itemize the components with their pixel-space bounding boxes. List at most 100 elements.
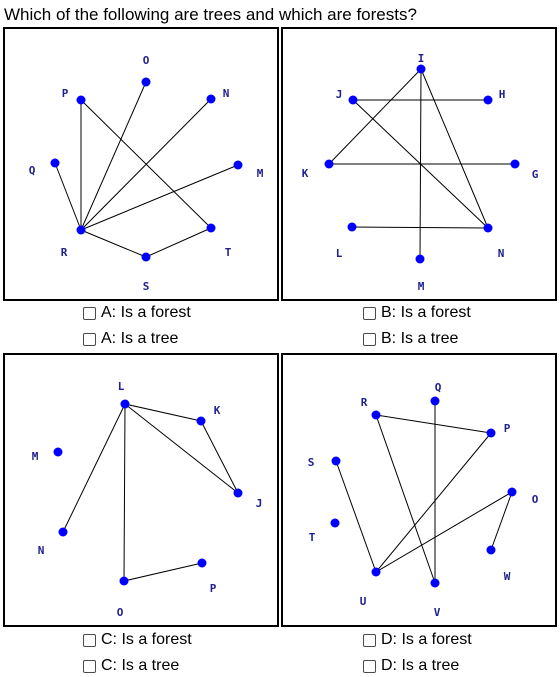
graph-a-vertex-label-s: S xyxy=(143,280,150,293)
graph-d-vertex-r xyxy=(371,410,381,420)
graph-a-vertex-label-m: M xyxy=(257,167,264,180)
graph-a-vertex-r xyxy=(76,225,86,235)
graph-b-vertex-h xyxy=(483,95,493,105)
graph-a-vertex-o xyxy=(141,77,151,87)
graph-b-vertex-n xyxy=(483,223,493,233)
graph-d-edge-r-p xyxy=(375,414,492,434)
graph-a-vertex-label-n: N xyxy=(223,87,230,100)
graph-b-vertex-label-l: L xyxy=(336,247,343,260)
option-a-forest-label[interactable]: A: Is a forest xyxy=(101,304,191,321)
graph-b-vertex-k xyxy=(324,159,334,169)
graph-c-vertex-label-k: K xyxy=(214,404,221,417)
graph-c-vertex-l xyxy=(120,399,130,409)
graph-c-vertex-label-m: M xyxy=(32,450,39,463)
option-b-forest-label[interactable]: B: Is a forest xyxy=(381,304,471,321)
graph-b-vertex-label-m: M xyxy=(418,280,425,293)
graph-b-vertex-g xyxy=(510,159,520,169)
option-c-forest-label[interactable]: C: Is a forest xyxy=(101,631,192,648)
graph-a-edge-r-o xyxy=(80,81,147,231)
graph-b-vertex-label-h: H xyxy=(499,88,506,101)
graph-d-vertex-p xyxy=(486,428,496,438)
graph-b-edge-i-n xyxy=(420,68,489,229)
option-b-forest-checkbox[interactable] xyxy=(363,306,376,320)
graph-c-edge-l-o xyxy=(123,403,126,582)
option-d-tree[interactable]: D: Is a tree xyxy=(363,656,459,676)
graph-a-vertex-p xyxy=(76,95,86,105)
graph-panel-b: I J H K G L N M xyxy=(281,27,557,301)
option-d-forest-label[interactable]: D: Is a forest xyxy=(381,631,472,648)
graph-d-vertex-w xyxy=(486,545,496,555)
graph-b-vertex-label-k: K xyxy=(302,167,309,180)
graph-b-vertex-j xyxy=(348,95,358,105)
question-text: Which of the following are trees and whi… xyxy=(4,5,417,24)
graph-a-vertex-n xyxy=(206,94,216,104)
graph-a-edge-p-t xyxy=(80,99,212,229)
graph-c-vertex-o xyxy=(119,576,129,586)
option-c-tree[interactable]: C: Is a tree xyxy=(83,656,179,676)
option-d-forest-checkbox[interactable] xyxy=(363,633,376,647)
option-d-tree-label[interactable]: D: Is a tree xyxy=(381,657,460,674)
graph-c-vertex-n xyxy=(58,527,68,537)
option-d-forest[interactable]: D: Is a forest xyxy=(363,630,472,650)
option-b-tree[interactable]: B: Is a tree xyxy=(363,329,458,349)
graph-c-vertex-label-j: J xyxy=(256,497,263,510)
graph-b-vertex-i xyxy=(416,64,426,74)
graph-d-vertex-label-r: R xyxy=(361,396,368,409)
option-c-tree-checkbox[interactable] xyxy=(83,659,96,673)
graph-a-vertex-t xyxy=(206,223,216,233)
option-a-tree[interactable]: A: Is a tree xyxy=(83,329,178,349)
graph-d-edge-p-u xyxy=(375,432,492,573)
graph-d-vertex-u xyxy=(371,567,381,577)
graph-a-edge-s-t xyxy=(145,227,212,258)
option-c-forest[interactable]: C: Is a forest xyxy=(83,630,192,650)
graph-d-vertex-label-p: P xyxy=(504,422,511,435)
graph-b-edge-l-n xyxy=(351,226,489,229)
option-a-tree-label[interactable]: A: Is a tree xyxy=(101,330,179,347)
graph-d-edge-s-u xyxy=(335,460,377,573)
graph-a-vertex-m xyxy=(233,160,243,170)
option-b-tree-label[interactable]: B: Is a tree xyxy=(381,330,459,347)
graph-c-edge-l-j xyxy=(124,403,239,494)
graph-c-vertex-j xyxy=(233,488,243,498)
graph-b-vertex-l xyxy=(347,222,357,232)
option-d-tree-checkbox[interactable] xyxy=(363,659,376,673)
graph-c-vertex-label-o: O xyxy=(117,606,124,619)
graph-a-vertex-label-p: P xyxy=(62,87,69,100)
graph-c-edge-l-k xyxy=(124,403,202,422)
graph-d-vertex-label-q: Q xyxy=(435,381,442,394)
option-a-forest[interactable]: A: Is a forest xyxy=(83,303,191,323)
graph-c-edge-o-p xyxy=(123,562,203,582)
graph-a-vertex-label-o: O xyxy=(143,54,150,67)
graph-d-vertex-label-w: W xyxy=(504,570,511,583)
graph-b-vertex-m xyxy=(415,254,425,264)
graph-a-edge-r-s xyxy=(80,229,147,258)
graph-b-vertex-label-g: G xyxy=(532,168,539,181)
graph-d-vertex-label-o: O xyxy=(532,493,539,506)
graph-b-vertex-label-n: N xyxy=(498,247,505,260)
graph-a-vertex-label-q: Q xyxy=(29,164,36,177)
graph-c-vertex-k xyxy=(196,416,206,426)
option-a-forest-checkbox[interactable] xyxy=(83,306,96,320)
option-b-tree-checkbox[interactable] xyxy=(363,332,376,346)
graph-b-canvas: I J H K G L N M xyxy=(302,52,539,293)
graph-b-vertex-label-i: I xyxy=(418,52,425,65)
graph-a-vertex-label-t: T xyxy=(225,246,232,259)
graph-c-edge-l-n xyxy=(62,403,126,533)
graph-d-vertex-t xyxy=(330,518,340,528)
graph-b-vertex-label-j: J xyxy=(336,88,343,101)
graph-d-edge-o-u xyxy=(375,491,513,573)
graph-c-vertex-label-n: N xyxy=(38,544,45,557)
option-c-tree-label[interactable]: C: Is a tree xyxy=(101,657,180,674)
option-a-tree-checkbox[interactable] xyxy=(83,332,96,346)
graph-d-vertex-s xyxy=(331,456,341,466)
graph-a-edge-r-q xyxy=(54,162,82,231)
option-c-forest-checkbox[interactable] xyxy=(83,633,96,647)
option-b-forest[interactable]: B: Is a forest xyxy=(363,303,471,323)
graph-d-edge-r-v xyxy=(375,414,436,584)
graph-d-vertex-label-s: S xyxy=(308,456,315,469)
